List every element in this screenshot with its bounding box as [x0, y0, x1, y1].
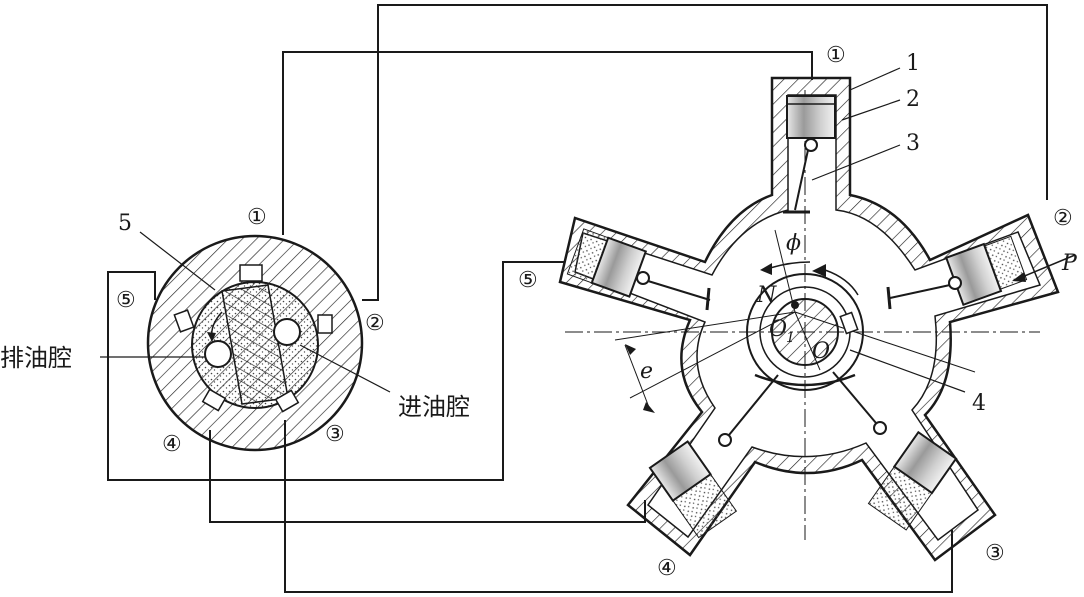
valve-port-2 — [317, 314, 333, 334]
part-label-3: 3 — [906, 131, 920, 156]
part-leaders — [811, 67, 966, 393]
O1-label: O — [769, 317, 787, 342]
valve-labels: ① ② ③ ④ ⑤ 5 排油腔 进油腔 — [0, 205, 470, 457]
intake-hole — [273, 318, 301, 346]
pipe-1 — [282, 51, 813, 235]
piston-5 — [566, 228, 711, 311]
cyl-label-2: ② — [1053, 206, 1073, 231]
O-label: O — [812, 339, 830, 364]
valve-port-3 — [274, 389, 300, 413]
left-label-2: ② — [365, 311, 385, 336]
connecting-pipes — [107, 4, 1048, 593]
left-label-5: ⑤ — [116, 288, 136, 313]
left-label-4: ④ — [162, 432, 182, 457]
part-label-2: 2 — [906, 87, 920, 112]
valve-port-1 — [239, 264, 263, 282]
distribution-valve — [100, 231, 391, 452]
eccentric-point-N — [791, 301, 799, 309]
cyl-label-5: ⑤ — [518, 268, 538, 293]
valve-port-4 — [201, 388, 227, 412]
cyl-label-1: ① — [826, 43, 846, 68]
pipe-3 — [284, 420, 953, 593]
P-label: P — [1061, 251, 1078, 276]
piston-4 — [648, 374, 779, 539]
phi-label: ϕ — [786, 231, 801, 256]
eccentricity-dimension — [624, 344, 655, 413]
radial-pump — [558, 76, 1060, 562]
discharge-chamber-label: 排油腔 — [0, 344, 72, 372]
intake-chamber-label: 进油腔 — [398, 393, 470, 421]
piston-2 — [886, 235, 1028, 310]
O1-subscript: 1 — [786, 330, 795, 346]
part-label-1: 1 — [906, 51, 920, 76]
force-arrow-P — [1012, 254, 1076, 282]
e-label: e — [640, 359, 653, 384]
part-label-4: 4 — [972, 391, 986, 416]
cyl-label-4: ④ — [657, 556, 677, 581]
cyl-label-3: ③ — [985, 541, 1005, 566]
valve-port-5 — [173, 309, 195, 333]
pump-labels: ① ② ③ ④ ⑤ 1 2 3 4 ϕ N O 1 O e P — [518, 43, 1078, 581]
pipe-5 — [107, 261, 565, 481]
N-label: N — [756, 283, 777, 308]
left-label-3: ③ — [325, 422, 345, 447]
left-label-1: ① — [247, 205, 267, 230]
pipe-2 — [362, 4, 1048, 301]
discharge-hole — [204, 340, 232, 368]
piston-3 — [832, 371, 958, 531]
left-part-label-5: 5 — [118, 211, 132, 236]
piston-1 — [783, 95, 836, 214]
